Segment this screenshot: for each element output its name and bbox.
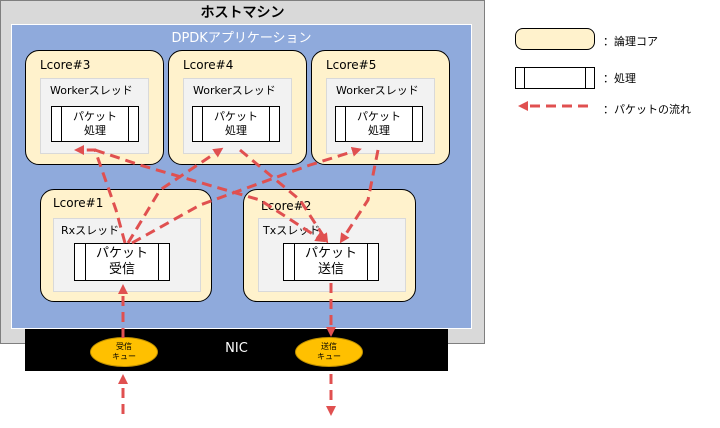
lcore-4-thread-label: Workerスレッド	[193, 84, 276, 97]
lcore-5-label: Lcore#5	[326, 58, 377, 72]
lcore-3-process-label: パケット 処理	[73, 110, 117, 137]
legend-process-swatch	[515, 67, 595, 89]
lcore-2-process: パケット 送信	[283, 243, 379, 281]
lcore-1-process-label: パケット 受信	[95, 246, 148, 277]
lcore-1-process: パケット 受信	[74, 243, 170, 281]
lcore-2-label: Lcore#2	[261, 199, 312, 213]
lcore-4-label: Lcore#4	[183, 58, 234, 72]
arrow-rx-to-worker5	[131, 147, 362, 245]
lcore-5-process: パケット 処理	[335, 106, 423, 142]
tx-queue: 送信 キュー	[295, 337, 363, 367]
lcore-3-process: パケット 処理	[51, 106, 139, 142]
lcore-4-process: パケット 処理	[192, 106, 280, 142]
rx-queue: 受信 キュー	[90, 337, 158, 367]
arrow-rx-to-worker3	[74, 145, 127, 244]
nic-label: NIC	[225, 341, 248, 356]
lcore-4-process-label: パケット 処理	[214, 110, 258, 137]
legend-flow-label: ：パケットの流れ	[603, 103, 691, 116]
rx-queue-label: 受信 キュー	[112, 342, 136, 361]
legend-process-label: ：処理	[603, 72, 636, 85]
tx-queue-label: 送信 キュー	[317, 342, 341, 361]
lcore-1-label: Lcore#1	[53, 196, 104, 210]
legend-core-label: ：論理コア	[603, 35, 658, 48]
dpdk-application-title: DPDKアプリケーション	[171, 31, 312, 46]
lcore-2-thread-label: Txスレッド	[263, 224, 321, 237]
legend-core-swatch	[515, 28, 595, 50]
arrow-rx-to-worker4	[126, 147, 224, 244]
lcore-2-process-label: パケット 送信	[304, 246, 357, 277]
lcore-3-label: Lcore#3	[40, 58, 91, 72]
lcore-1-thread-label: Rxスレッド	[61, 224, 120, 237]
lcore-5-process-label: パケット 処理	[357, 110, 401, 137]
lcore-5-thread-label: Workerスレッド	[336, 84, 419, 97]
lcore-3-thread-label: Workerスレッド	[50, 84, 133, 97]
arrow-worker3-to-tx	[94, 148, 326, 243]
host-machine-title: ホストマシン	[200, 5, 285, 21]
arrow-worker5-to-tx	[339, 149, 380, 244]
